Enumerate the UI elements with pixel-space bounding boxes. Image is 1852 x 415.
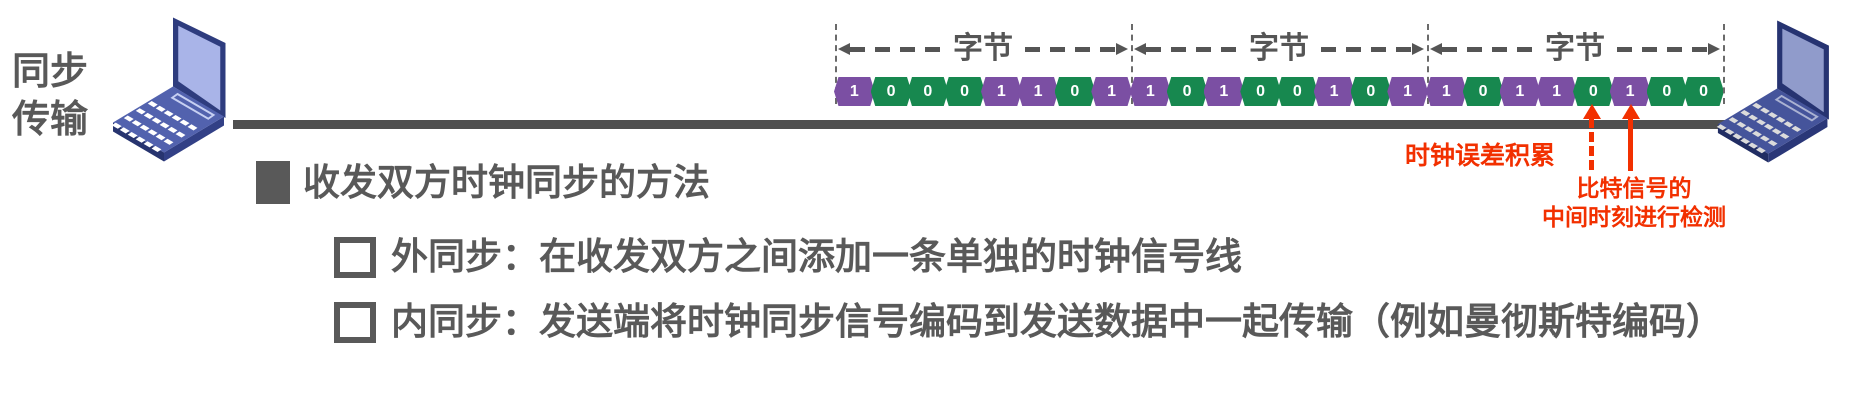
bit-hexagon: 1 (1536, 77, 1577, 106)
bit-hexagon: 0 (1277, 77, 1318, 106)
bit-hexagon: 0 (870, 77, 912, 106)
bullet-item-external-sync: 外同步：在收发双方之间添加一条单独的时钟信号线 (334, 236, 1242, 278)
bit-middle-detect-label: 比特信号的 中间时刻进行检测 (1518, 174, 1750, 232)
bit-hexagon: 0 (1646, 77, 1688, 106)
dashed-segment (850, 46, 941, 52)
bit-hexagon: 1 (1091, 77, 1132, 106)
bit-hexagon: 0 (1166, 77, 1208, 106)
bit-hexagon: 1 (1203, 77, 1245, 106)
bit-hexagon: 1 (981, 77, 1022, 106)
bit-hexagon: 0 (1683, 77, 1724, 106)
clock-error-label: 时钟误差积累 (1404, 142, 1555, 170)
bit-hexagon: 0 (1240, 77, 1281, 106)
bit-hexagon: 1 (1426, 77, 1467, 106)
arrowhead-right-icon (1116, 43, 1128, 55)
heading-text: 收发双方时钟同步的方法 (303, 162, 710, 203)
byte-label: 字节 (953, 32, 1013, 65)
arrowhead-right-icon (1412, 43, 1424, 55)
bit-hexagon: 0 (907, 77, 949, 106)
bit-middle-detect-line2: 中间时刻进行检测 (1542, 204, 1726, 230)
arrowhead-left-icon (838, 43, 850, 55)
detect-arrow-solid-head-icon (1622, 104, 1640, 119)
bullet-item-text: 外同步：在收发双方之间添加一条单独的时钟信号线 (391, 236, 1242, 277)
byte-boundary-line (1131, 24, 1133, 104)
byte-boundary-line (835, 24, 837, 104)
bit-hexagon: 0 (1054, 77, 1096, 106)
heading-row: 收发双方时钟同步的方法 (256, 161, 710, 204)
byte-span-arrow: 字节 (1430, 33, 1720, 65)
dashed-segment (1025, 46, 1116, 52)
dashed-segment (1442, 46, 1533, 52)
bit-hexagon: 1 (834, 77, 875, 106)
bit-hexagon: 1 (1499, 77, 1541, 106)
dashed-segment (1617, 46, 1708, 52)
bit-hexagon: 0 (1350, 77, 1392, 106)
byte-span-arrow: 字节 (1134, 33, 1424, 65)
detect-arrow-solid-shaft (1628, 118, 1633, 171)
bit-hexagon: 1 (1017, 77, 1059, 106)
receiver-laptop-icon (1712, 18, 1852, 168)
bit-middle-detect-line1: 比特信号的 (1576, 175, 1692, 201)
filled-square-bullet-icon (256, 161, 290, 204)
transmission-line (233, 120, 1733, 129)
dashed-segment (1321, 46, 1412, 52)
bullet-item-internal-sync: 内同步：发送端将时钟同步信号编码到发送数据中一起传输（例如曼彻斯特编码） (334, 301, 1723, 343)
bit-hexagon: 0 (944, 77, 985, 106)
bit-hexagon: 0 (1462, 77, 1504, 106)
bit-hexagon: 1 (1609, 77, 1651, 106)
arrowhead-left-icon (1430, 43, 1442, 55)
bit-hexagon: 0 (1573, 77, 1614, 106)
byte-boundary-line (1427, 24, 1429, 104)
byte-boundary-line (1723, 24, 1725, 104)
hollow-square-bullet-icon (334, 301, 376, 343)
dashed-segment (1146, 46, 1237, 52)
page-title: 同步 传输 (12, 51, 89, 141)
detect-arrow-dashed-head-icon (1583, 104, 1601, 119)
detect-arrow-dashed-shaft (1589, 118, 1594, 170)
bit-hexagon: 1 (1130, 77, 1171, 106)
bit-hexagon: 1 (1313, 77, 1355, 106)
arrowhead-left-icon (1134, 43, 1146, 55)
hollow-square-bullet-icon (334, 236, 376, 278)
sender-laptop-icon (106, 16, 258, 166)
byte-span-arrow: 字节 (838, 33, 1128, 65)
bit-hexagon: 1 (1387, 77, 1428, 106)
arrowhead-right-icon (1708, 43, 1720, 55)
byte-label: 字节 (1249, 32, 1309, 65)
bullet-item-text: 内同步：发送端将时钟同步信号编码到发送数据中一起传输（例如曼彻斯特编码） (391, 301, 1723, 342)
byte-label: 字节 (1545, 32, 1605, 65)
